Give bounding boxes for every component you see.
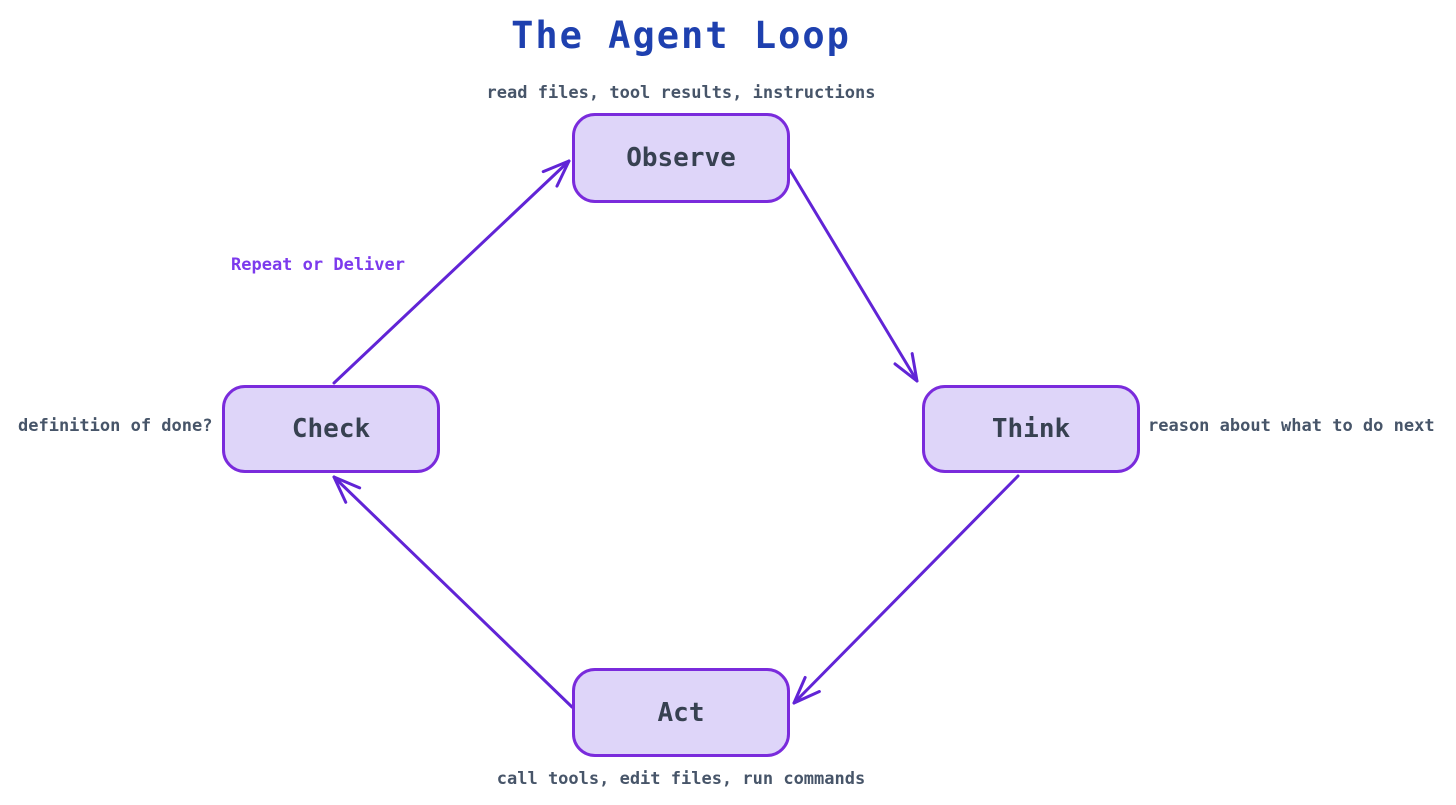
node-think: Think xyxy=(922,385,1140,473)
diagram-title: The Agent Loop xyxy=(511,14,851,57)
annotation-think: reason about what to do next xyxy=(1148,416,1435,436)
annotation-observe: read files, tool results, instructions xyxy=(486,83,876,103)
node-act: Act xyxy=(572,668,790,757)
node-act-label: Act xyxy=(657,697,705,728)
edge-act-to-check xyxy=(332,475,574,709)
node-observe-label: Observe xyxy=(626,143,736,173)
node-observe: Observe xyxy=(572,113,790,203)
edge-think-to-act xyxy=(792,474,1020,705)
edge-check-to-observe xyxy=(332,159,571,385)
edge-label-repeat-or-deliver: Repeat or Deliver xyxy=(231,255,405,275)
edge-observe-to-think xyxy=(788,168,919,383)
annotation-act: call tools, edit files, run commands xyxy=(496,769,866,789)
node-check: Check xyxy=(222,385,440,473)
node-think-label: Think xyxy=(991,414,1071,444)
node-check-label: Check xyxy=(291,414,371,444)
annotation-check: definition of done? xyxy=(18,416,213,436)
